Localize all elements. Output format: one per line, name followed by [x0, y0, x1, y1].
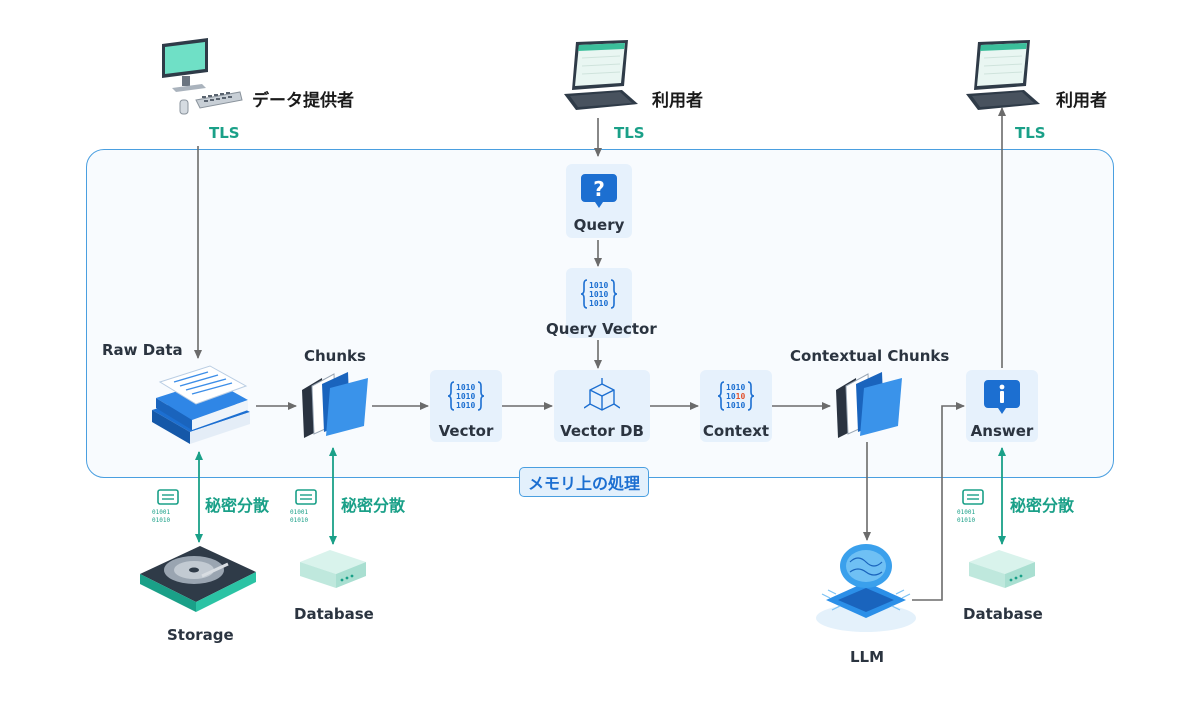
- contextual-chunks-folders-icon: [832, 370, 904, 446]
- raw-data-label: Raw Data: [102, 341, 183, 359]
- query-label: Query: [573, 216, 625, 234]
- secret-sharing-label-left: 秘密分散: [205, 496, 270, 515]
- database-label-right: Database: [963, 605, 1043, 623]
- vector-label: Vector: [438, 422, 494, 440]
- svg-text:1010: 1010: [726, 401, 745, 410]
- vector-db-node: Vector DB: [554, 370, 650, 442]
- svg-text:1010: 1010: [726, 383, 745, 392]
- tls-right: TLS: [1015, 124, 1046, 142]
- svg-text:01010: 01010: [957, 517, 975, 524]
- svg-text:1010: 1010: [456, 401, 475, 410]
- svg-text:01010: 01010: [152, 517, 170, 524]
- ai-chip-icon: [810, 540, 922, 642]
- document-stack-icon: [142, 362, 256, 452]
- server-box-icon-right: [965, 546, 1039, 596]
- tls-left: TLS: [209, 124, 240, 142]
- provider-computer-icon: [158, 38, 244, 122]
- svg-text:1010: 1010: [589, 281, 608, 290]
- svg-text:01010: 01010: [290, 517, 308, 524]
- query-node: ? Query: [566, 164, 632, 238]
- user-laptop-icon-query: [558, 40, 642, 120]
- secret-sharing-label-right: 秘密分散: [1010, 496, 1075, 515]
- svg-text:01001: 01001: [290, 509, 308, 516]
- svg-text:1010: 1010: [589, 290, 608, 299]
- info-bubble-icon: [984, 380, 1020, 414]
- svg-text:1010: 1010: [726, 392, 745, 401]
- contextual-chunks-label: Contextual Chunks: [790, 347, 950, 365]
- provider-label: データ提供者: [252, 91, 354, 111]
- user-label-answer: 利用者: [1056, 91, 1107, 111]
- llm-label: LLM: [850, 648, 885, 666]
- svg-text:01001: 01001: [957, 509, 975, 516]
- svg-text:1010: 1010: [456, 392, 475, 401]
- answer-node: Answer: [966, 370, 1038, 442]
- hard-disk-icon: [136, 544, 260, 620]
- vector-db-label: Vector DB: [560, 422, 644, 440]
- arrow-llm-to-answer: [912, 402, 965, 601]
- storage-label: Storage: [167, 626, 234, 644]
- answer-label: Answer: [970, 422, 1034, 440]
- question-bubble-icon: ?: [581, 174, 617, 208]
- binary-vector-icon: 1010 1010 1010: [718, 381, 754, 411]
- tls-middle: TLS: [614, 124, 645, 142]
- chunks-label: Chunks: [304, 347, 366, 365]
- user-laptop-icon-answer: [960, 40, 1044, 120]
- database-label-left: Database: [294, 605, 374, 623]
- query-vector-label: Query Vector: [546, 320, 657, 338]
- context-label: Context: [702, 422, 770, 440]
- server-box-icon-left: [296, 546, 370, 596]
- memory-processing-label: メモリ上の処理: [519, 467, 650, 497]
- user-label-query: 利用者: [652, 91, 703, 111]
- svg-text:1010: 1010: [456, 383, 475, 392]
- svg-text:01001: 01001: [152, 509, 170, 516]
- cube-icon: [584, 378, 620, 411]
- context-node: 1010 1010 1010 Context: [700, 370, 772, 442]
- svg-text:?: ?: [593, 177, 605, 201]
- svg-text:1010: 1010: [589, 299, 608, 308]
- chunks-folders-icon: [298, 370, 370, 446]
- secret-sharing-label-middle: 秘密分散: [341, 496, 406, 515]
